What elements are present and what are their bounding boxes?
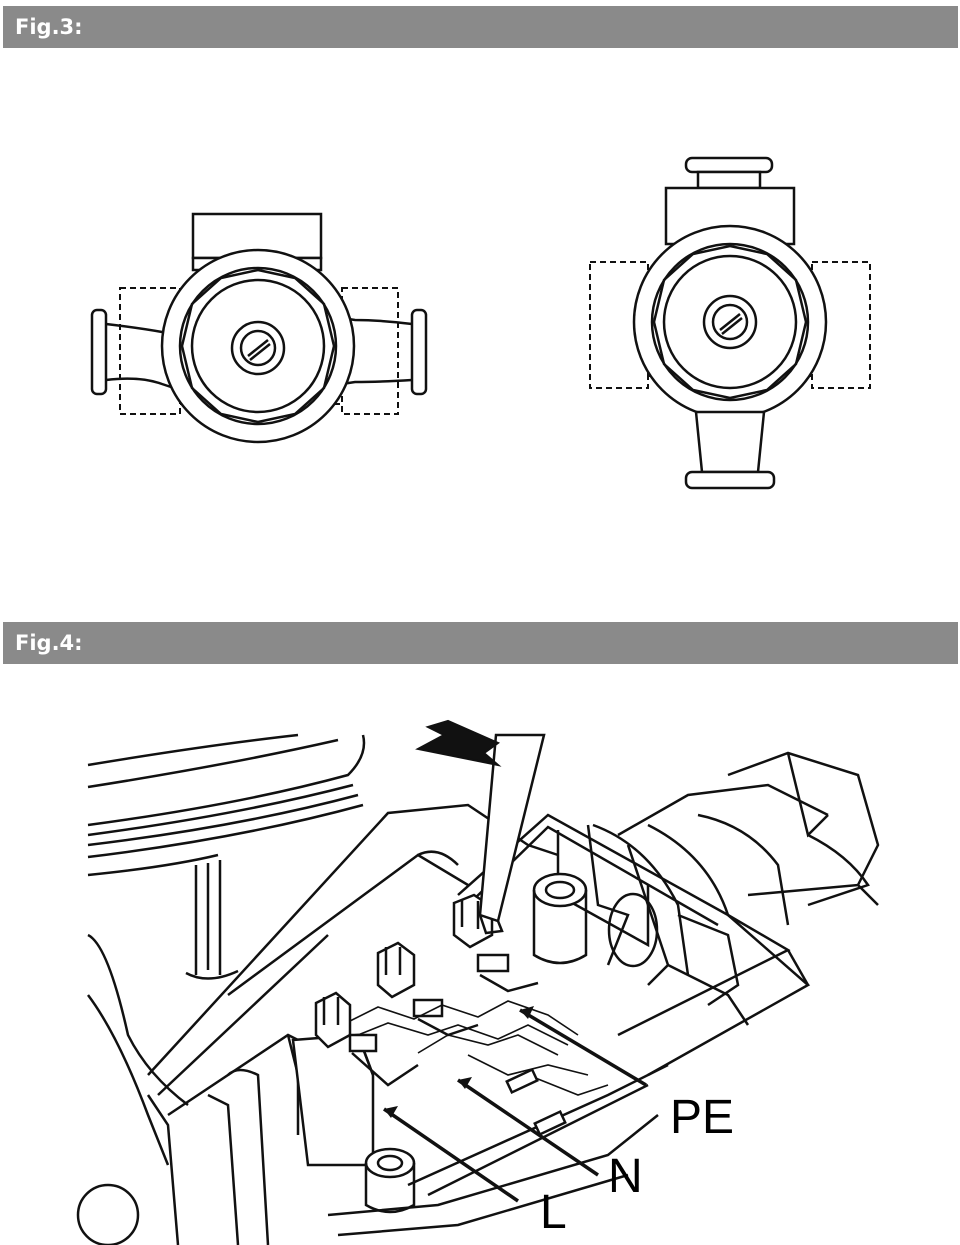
label-pe: PE xyxy=(670,1091,734,1144)
label-n: N xyxy=(608,1150,643,1203)
pump-vertical-drawing xyxy=(589,156,871,490)
fig3-header: Fig.3: xyxy=(3,6,958,48)
fig4-title: Fig.4: xyxy=(15,631,83,655)
pump-horizontal-drawing xyxy=(90,212,428,444)
fig3-title: Fig.3: xyxy=(15,15,83,39)
label-l: L xyxy=(540,1186,567,1239)
fig4-header: Fig.4: xyxy=(3,622,958,664)
terminal-box-drawing xyxy=(76,719,880,1245)
